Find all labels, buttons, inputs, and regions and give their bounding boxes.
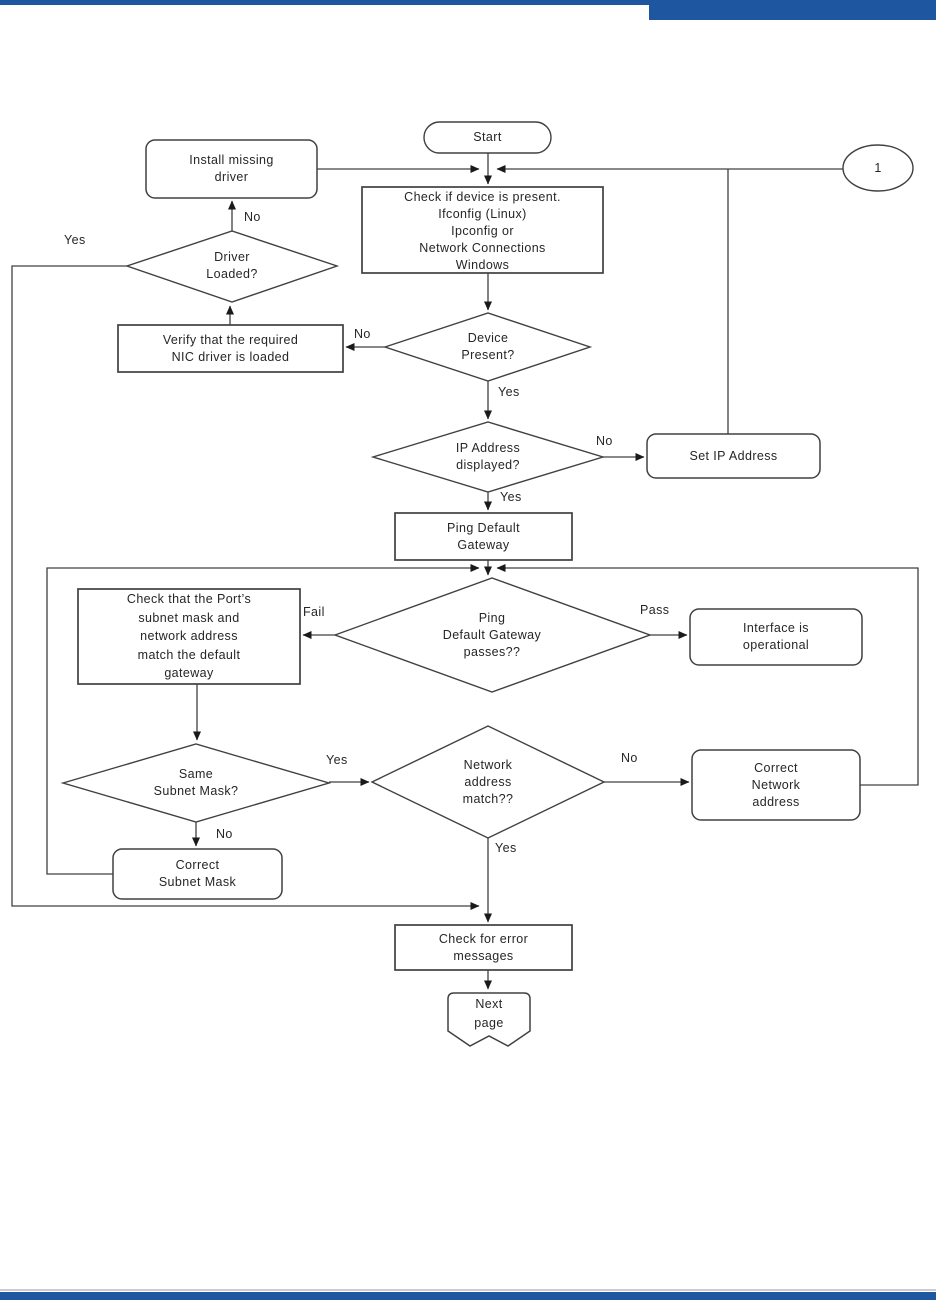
install-driver-label: Install missing driver	[189, 153, 274, 184]
driver-loaded-diamond	[124, 230, 340, 303]
edge-correctsubnet-loop	[46, 564, 480, 875]
same-subnet-label: Same Subnet Mask?	[153, 767, 239, 798]
interface-operational-shape	[689, 608, 863, 666]
network-match-label: Network address match??	[462, 757, 514, 806]
ping-gateway-shape	[394, 512, 573, 561]
label-device-present-yes: Yes	[498, 385, 520, 399]
label-driver-loaded-yes: Yes	[64, 233, 86, 247]
ip-displayed-label: IP Address displayed?	[455, 441, 521, 472]
label-ip-displayed-no: No	[596, 434, 613, 448]
check-port-label: Check that the Port’s subnet mask and ne…	[126, 592, 252, 681]
verify-nic-shape	[117, 324, 344, 373]
start-label: Start	[473, 130, 502, 144]
device-present-label: Device Present?	[461, 331, 515, 362]
set-ip-shape	[646, 433, 821, 479]
label-device-present-no: No	[354, 327, 371, 341]
verify-nic-label: Verify that the required NIC driver is l…	[162, 332, 299, 364]
network-match-diamond	[370, 725, 606, 839]
next-page-label: Next page	[474, 997, 504, 1030]
correct-network-shape	[691, 749, 861, 821]
label-ip-displayed-yes: Yes	[500, 490, 522, 504]
label-same-subnet-no: No	[216, 827, 233, 841]
correct-subnet-label: Correct Subnet Mask	[158, 858, 237, 889]
check-errors-shape	[394, 924, 573, 971]
check-device-label: Check if device is present. Ifconfig (Li…	[404, 190, 561, 272]
interface-operational-label: Interface is operational	[742, 621, 810, 652]
next-page-shape	[447, 992, 531, 1047]
label-ping-pass: Pass	[640, 603, 670, 617]
correct-network-label: Correct Network address	[751, 760, 801, 809]
check-errors-label: Check for error messages	[438, 931, 529, 963]
bottom-rule-bar	[0, 1292, 936, 1300]
edge-driverloaded-yes-loop	[11, 265, 480, 910]
label-network-match-no: No	[621, 751, 638, 765]
offpage-connector-1-label: 1	[874, 160, 882, 175]
correct-subnet-shape	[112, 848, 283, 900]
driver-loaded-label: Driver Loaded?	[206, 250, 258, 281]
device-present-diamond	[382, 312, 593, 382]
label-driver-loaded-no: No	[244, 210, 261, 224]
check-device-shape	[361, 186, 604, 274]
label-ping-fail: Fail	[303, 605, 325, 619]
ping-passes-label: Ping Default Gateway passes??	[442, 610, 542, 659]
label-same-subnet-yes: Yes	[326, 753, 348, 767]
ip-displayed-diamond	[370, 421, 606, 493]
install-driver-shape	[145, 139, 318, 199]
ping-passes-diamond	[332, 577, 653, 693]
top-rule-bar	[0, 0, 936, 5]
edge-correctnetwork-loop	[496, 564, 919, 786]
bottom-hairline	[0, 1289, 936, 1291]
check-port-shape	[77, 588, 301, 685]
offpage-connector-1-shape	[842, 144, 914, 192]
top-right-accent-bar	[649, 0, 936, 20]
start-terminator-shape	[423, 121, 552, 154]
label-network-match-yes: Yes	[495, 841, 517, 855]
ping-gateway-label: Ping Default Gateway	[447, 520, 520, 552]
same-subnet-diamond	[60, 743, 332, 823]
set-ip-label: Set IP Address	[689, 448, 778, 463]
